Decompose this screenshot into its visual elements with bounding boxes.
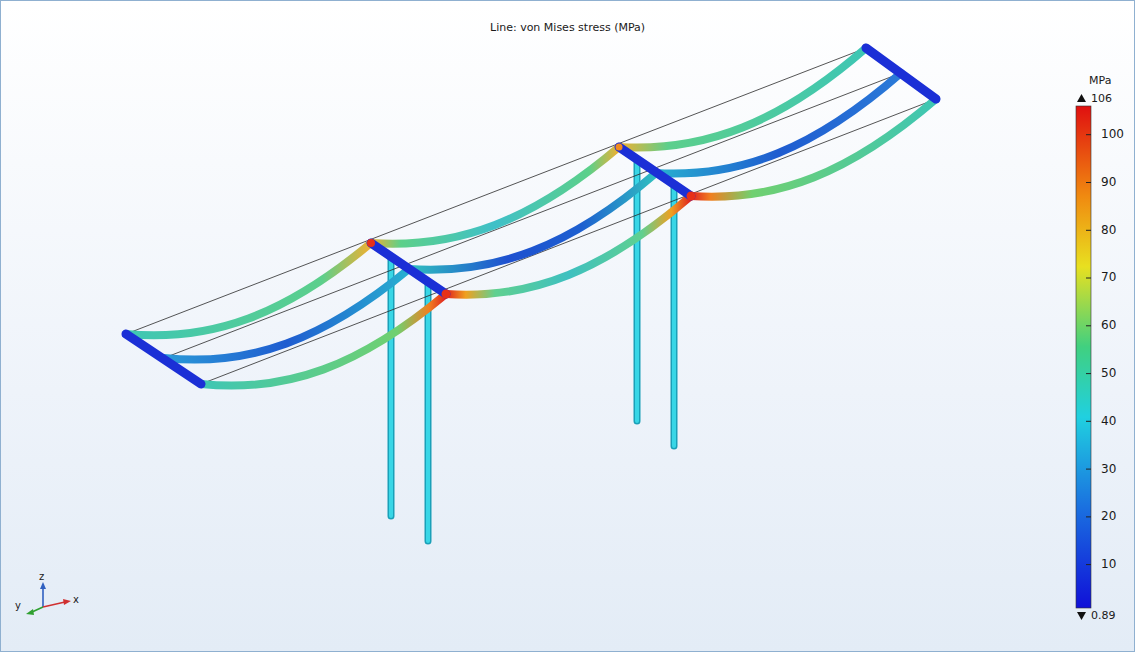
unit-label: MPa [1089,75,1111,87]
tick-label: 20 [1101,510,1116,523]
min-value: 0.89 [1091,610,1116,622]
undeformed-lines [126,48,936,384]
tick-label: 30 [1101,463,1116,476]
axis-label: x [73,594,79,605]
axis-label: z [39,571,44,582]
axis-triad [26,582,71,615]
axis-label: y [15,600,21,611]
color-bar [1076,94,1091,620]
tick-label: 70 [1101,271,1116,284]
cross-beams [126,48,936,384]
tick-label: 60 [1101,319,1116,332]
tick-label: 90 [1101,176,1116,189]
max-value: 106 [1091,93,1112,105]
tick-label: 50 [1101,367,1116,380]
columns [391,159,674,541]
tick-label: 40 [1101,415,1116,428]
tick-label: 100 [1101,128,1124,141]
hot-spots [367,144,696,299]
longitudinal-beams [126,48,936,386]
tick-label: 10 [1101,558,1116,571]
plot-title: Line: von Mises stress (MPa) [490,22,645,34]
tick-label: 80 [1101,224,1116,237]
